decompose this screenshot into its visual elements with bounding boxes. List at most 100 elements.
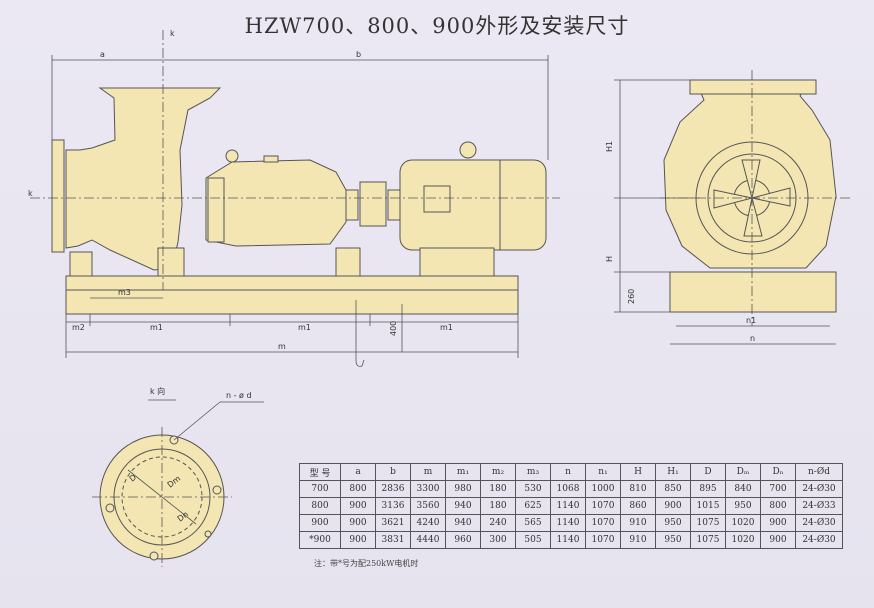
table-row: 700 800 2836 3300 980 180 530 1068 1000 … [299,480,843,498]
label-nd: n - ø d [226,391,252,400]
table-row: 900 900 3621 4240 940 240 565 1140 1070 … [299,514,843,532]
label-k-top: k [170,29,175,38]
table-cell: 3300 [410,480,446,498]
table-cell: *900 [299,531,341,549]
table-note: 注：带*号为配250kW电机时 [314,559,419,568]
table-cell: 530 [515,480,551,498]
page-title: HZW700、800、900外形及安装尺寸 [244,14,630,38]
inlet-flange [51,139,65,253]
table-cell: 940 [445,497,481,515]
table-cell: 1070 [585,497,621,515]
label-n1: n1 [746,316,756,325]
table-header: n₁ [585,463,621,481]
table-header: H₁ [655,463,691,481]
front-base [669,271,837,313]
label-n: n [750,334,755,343]
table-cell: 840 [725,480,761,498]
table-cell: 900 [760,531,796,549]
base-frame [65,275,519,315]
table-cell: 24-Ø30 [795,531,843,549]
table-cell: 900 [299,514,341,532]
table-cell: 940 [445,514,481,532]
table-cell: 24-Ø30 [795,480,843,498]
label-m1-a: m1 [150,323,163,332]
table-cell: 565 [515,514,551,532]
label-m3: m3 [118,288,131,297]
motor [399,159,547,251]
label-260: 260 [627,289,636,304]
table-header: a [340,463,376,481]
table-cell: 900 [655,497,691,515]
table-cell: 1140 [550,531,586,549]
label-k-view: k 向 [150,386,165,396]
table-cell: 800 [340,480,376,498]
table-cell: 900 [340,531,376,549]
table-cell: 1075 [690,531,726,549]
table-cell: 4240 [410,514,446,532]
table-cell: 1020 [725,514,761,532]
table-header: n-Ød [795,463,843,481]
table-header-row: 型 号 a b m m₁ m₂ m₃ n n₁ H H₁ D Dₘ Dₙ n-Ø… [299,463,843,481]
table-cell: 1075 [690,514,726,532]
label-H1: H1 [605,141,614,152]
table-header: m₃ [515,463,551,481]
label-a: a [100,50,105,59]
table-cell: 1015 [690,497,726,515]
table-row: 800 900 3136 3560 940 180 625 1140 1070 … [299,497,843,515]
table-header: 型 号 [299,463,341,481]
table-cell: 3560 [410,497,446,515]
table-cell: 810 [620,480,656,498]
table-cell: 3831 [375,531,411,549]
table-cell: 950 [655,531,691,549]
table-header: n [550,463,586,481]
table-cell: 1070 [585,514,621,532]
label-m1-b: m1 [298,323,311,332]
table-cell: 240 [480,514,516,532]
table-cell: 1068 [550,480,586,498]
label-400: 400 [389,321,398,336]
label-m: m [278,342,286,351]
bearing-housing [205,159,347,247]
table-cell: 180 [480,497,516,515]
dimension-table: 型 号 a b m m₁ m₂ m₃ n n₁ H H₁ D Dₘ Dₙ n-Ø… [299,463,843,549]
label-m2: m2 [72,323,85,332]
pump-casing [65,87,222,271]
label-k-left: k [28,189,33,198]
table-header: b [375,463,411,481]
table-cell: 180 [480,480,516,498]
table-cell: 980 [445,480,481,498]
table-cell: 700 [760,480,796,498]
table-header: H [620,463,656,481]
table-cell: 625 [515,497,551,515]
table-cell: 895 [690,480,726,498]
table-cell: 960 [445,531,481,549]
table-cell: 1140 [550,514,586,532]
table-cell: 800 [299,497,341,515]
table-cell: 4440 [410,531,446,549]
table-cell: 1140 [550,497,586,515]
table-cell: 950 [655,514,691,532]
table-header: m [410,463,446,481]
table-cell: 300 [480,531,516,549]
label-D: D [128,473,138,484]
table-cell: 24-Ø30 [795,514,843,532]
table-header: m₁ [445,463,481,481]
table-cell: 900 [340,497,376,515]
table-cell: 860 [620,497,656,515]
table-cell: 800 [760,497,796,515]
table-cell: 900 [340,514,376,532]
table-cell: 950 [725,497,761,515]
table-cell: 1070 [585,531,621,549]
label-b: b [356,50,361,59]
table-cell: 1020 [725,531,761,549]
coupling [359,181,387,227]
table-cell: 3621 [375,514,411,532]
table-cell: 1000 [585,480,621,498]
table-cell: 850 [655,480,691,498]
table-header: Dₘ [725,463,761,481]
table-cell: 700 [299,480,341,498]
table-cell: 24-Ø33 [795,497,843,515]
label-H: H [605,256,614,262]
table-header: Dₙ [760,463,796,481]
